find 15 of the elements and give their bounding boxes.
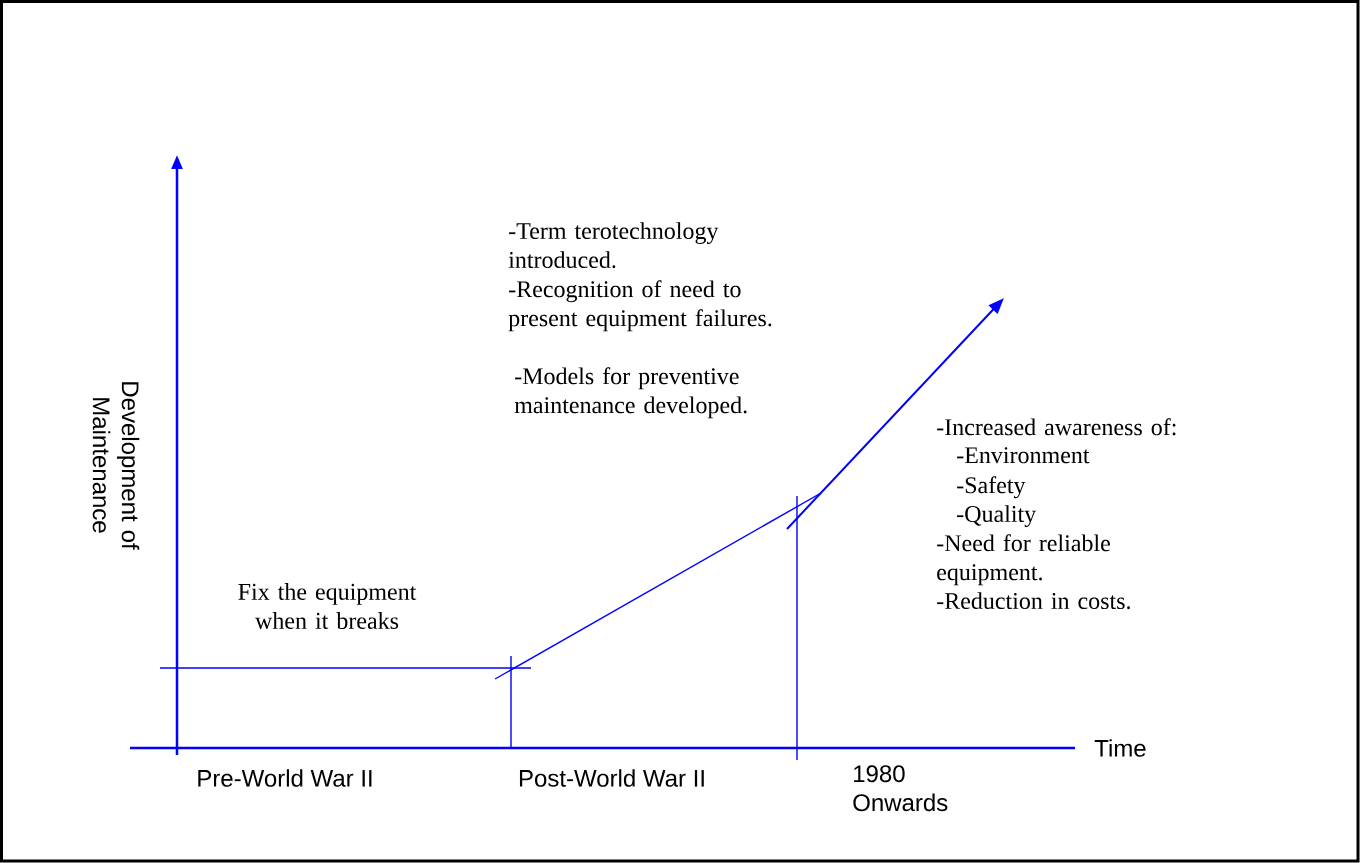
period-label: 1980 Onwards: [853, 765, 948, 812]
bullet-note: -Quality: [957, 505, 1037, 528]
bullet-note: -Recognition of need to present equipment failures.: [508, 280, 772, 332]
bullet-note: -Models for preventive maintenance developed.: [514, 367, 747, 419]
period-label: Pre-World War II: [198, 769, 372, 787]
period-label: Post-World War II: [519, 769, 704, 787]
bullet-note: -Environment: [957, 447, 1090, 464]
period-note: Fix the equipment when it breaks: [238, 583, 417, 629]
bullet-note: -Term terotechnology introduced.: [508, 222, 719, 269]
bullet-note: -Increased awareness of:: [937, 418, 1176, 436]
bullet-note: -Safety: [957, 476, 1026, 499]
axis-title: Development of Maintenance: [92, 382, 140, 550]
bullet-note: -Need for reliable equipment.: [937, 534, 1110, 586]
axis-title: Time: [1094, 739, 1146, 757]
bullet-note: -Reduction in costs.: [937, 592, 1130, 610]
